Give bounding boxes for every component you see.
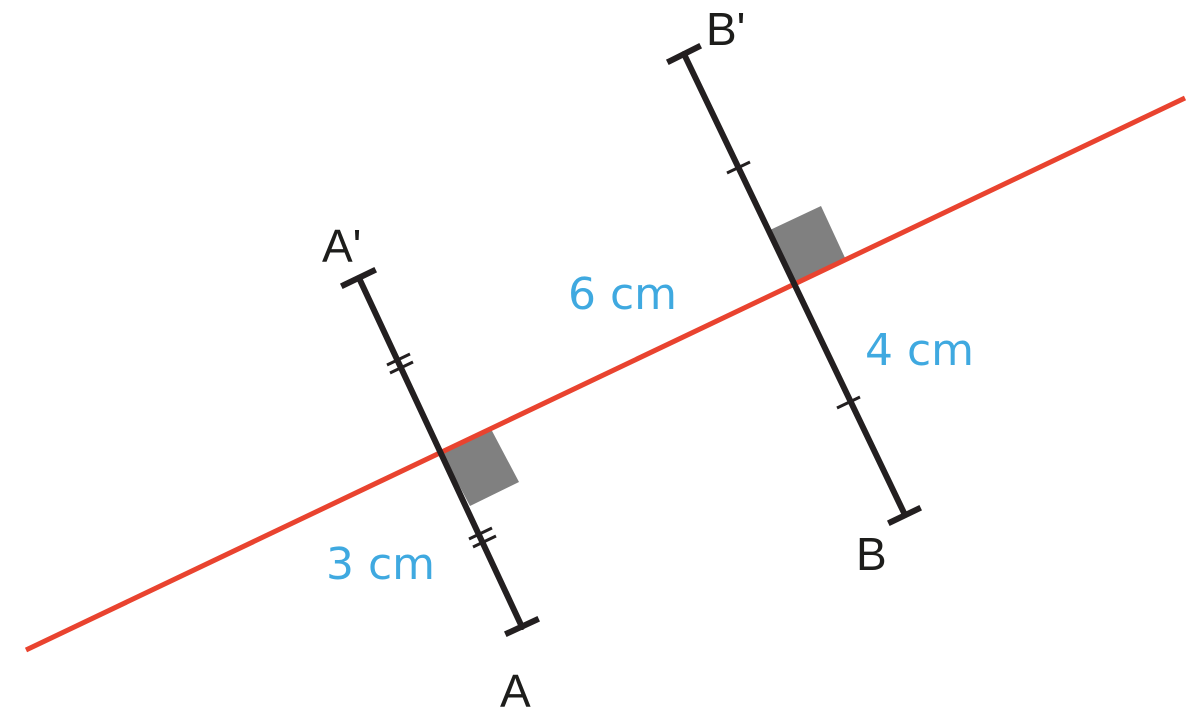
point-label-a: A — [500, 665, 531, 717]
tick-mark-b-lower — [836, 395, 861, 410]
tick-marks-a-upper — [386, 352, 414, 375]
segment-a-prime-a — [356, 275, 525, 630]
tick-mark-b-upper — [726, 160, 751, 175]
point-label-b-prime: B' — [706, 3, 745, 55]
segment-b-prime-b — [681, 51, 908, 518]
endcap-a — [504, 616, 540, 637]
point-label-b: B — [856, 528, 887, 580]
point-label-a-prime: A' — [322, 220, 361, 272]
endcap-b — [886, 504, 923, 527]
symmetry-axis-line — [24, 95, 1187, 653]
endcap-b-prime — [665, 42, 703, 66]
right-angle-marker-a — [442, 429, 519, 506]
tick-marks-a-lower — [468, 526, 497, 549]
endcap-a-prime — [339, 266, 378, 290]
measure-label-6cm: 6 cm — [568, 269, 677, 320]
measure-label-3cm: 3 cm — [326, 539, 435, 590]
measure-label-4cm: 4 cm — [865, 325, 974, 376]
